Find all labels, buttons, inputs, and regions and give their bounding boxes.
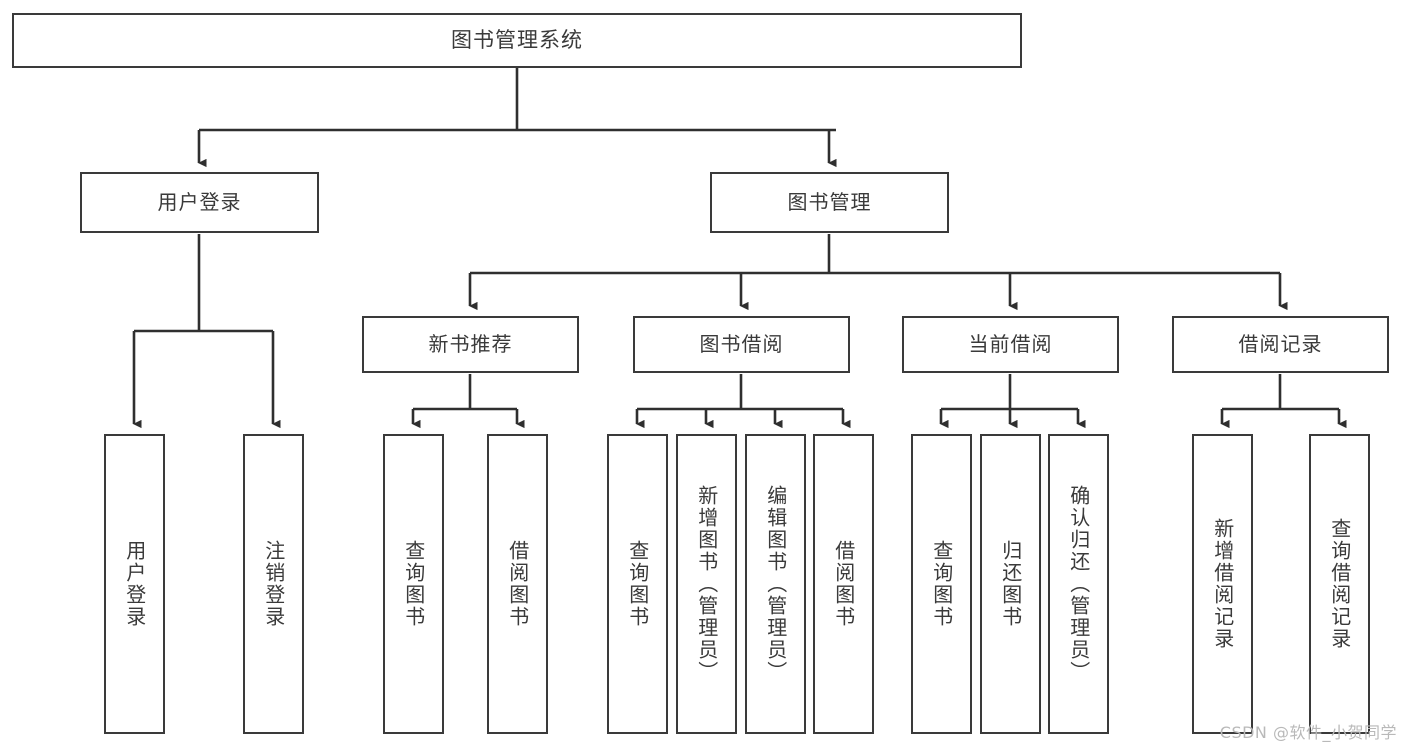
leaf-book-borrow-add-book-admin[interactable]: 新增图书（管理员） — [676, 434, 737, 734]
leaf-user-login-logout[interactable]: 注销登录 — [243, 434, 304, 734]
leaf-book-borrow-borrow-book[interactable]: 借阅图书 — [813, 434, 874, 734]
node-label: 当前借阅 — [968, 331, 1053, 356]
node-label: 新书推荐 — [428, 331, 513, 356]
node-label: 图书管理 — [787, 189, 872, 214]
node-label: 借阅记录 — [1238, 331, 1323, 356]
node-label: 用户登录 — [157, 189, 242, 214]
leaf-current-borrow-confirm-return-admin[interactable]: 确认归还（管理员） — [1048, 434, 1109, 734]
node-label: 新增借阅记录 — [1210, 518, 1235, 650]
leaf-new-book-query-book[interactable]: 查询图书 — [383, 434, 444, 734]
node-label: 查询图书 — [929, 540, 954, 628]
leaf-borrow-record-query-record[interactable]: 查询借阅记录 — [1309, 434, 1370, 734]
leaf-new-book-borrow-book[interactable]: 借阅图书 — [487, 434, 548, 734]
node-user-login[interactable]: 用户登录 — [80, 172, 319, 233]
node-book-management[interactable]: 图书管理 — [710, 172, 949, 233]
node-label: 借阅图书 — [831, 540, 856, 628]
node-label: 查询图书 — [401, 540, 426, 628]
leaf-current-borrow-return-book[interactable]: 归还图书 — [980, 434, 1041, 734]
leaf-book-borrow-edit-book-admin[interactable]: 编辑图书（管理员） — [745, 434, 806, 734]
node-current-borrow[interactable]: 当前借阅 — [902, 316, 1119, 373]
leaf-user-login-login[interactable]: 用户登录 — [104, 434, 165, 734]
node-book-borrow[interactable]: 图书借阅 — [633, 316, 850, 373]
node-label: 用户登录 — [122, 540, 147, 628]
node-label: 注销登录 — [261, 540, 286, 628]
node-label: 图书借阅 — [699, 331, 784, 356]
node-label: 查询借阅记录 — [1327, 518, 1352, 650]
node-label: 查询图书 — [625, 540, 650, 628]
node-label: 归还图书 — [998, 540, 1023, 628]
watermark: CSDN @软件_小贺同学 — [1219, 723, 1397, 742]
node-label: 确认归还（管理员） — [1066, 485, 1091, 683]
node-borrow-record[interactable]: 借阅记录 — [1172, 316, 1389, 373]
node-label: 新增图书（管理员） — [694, 485, 719, 683]
node-root-book-management-system[interactable]: 图书管理系统 — [12, 13, 1022, 68]
leaf-current-borrow-query-book[interactable]: 查询图书 — [911, 434, 972, 734]
node-label: 编辑图书（管理员） — [763, 485, 788, 683]
leaf-book-borrow-query-book[interactable]: 查询图书 — [607, 434, 668, 734]
node-new-book-recommend[interactable]: 新书推荐 — [362, 316, 579, 373]
leaf-borrow-record-add-record[interactable]: 新增借阅记录 — [1192, 434, 1253, 734]
node-label: 借阅图书 — [505, 540, 530, 628]
node-label: 图书管理系统 — [451, 28, 583, 53]
